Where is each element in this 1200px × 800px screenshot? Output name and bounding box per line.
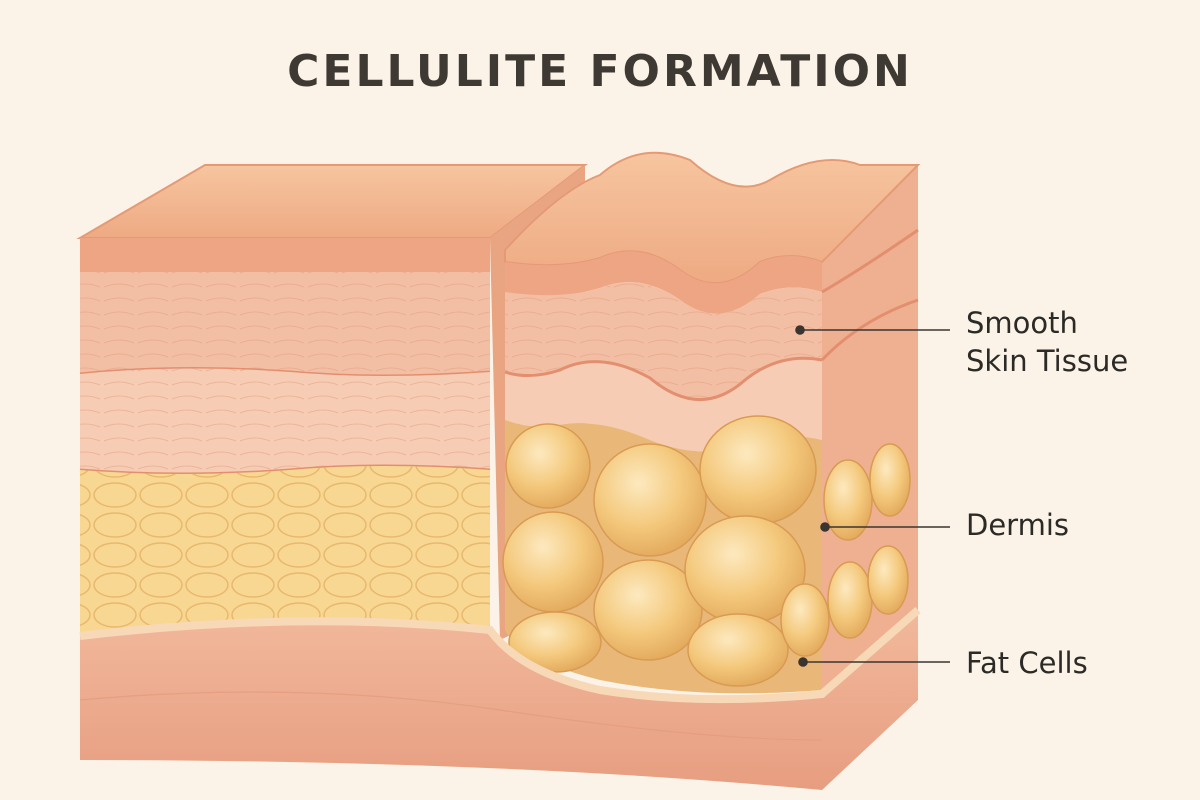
- fat-cells-group: [502, 415, 911, 687]
- leader-lines: [795, 325, 950, 667]
- cellulite-epidermis-layer: [505, 251, 822, 314]
- fat-cell: [780, 583, 830, 657]
- label-dermis: Dermis: [966, 508, 1070, 542]
- fat-cell: [823, 459, 873, 541]
- epidermis-layer: [80, 238, 490, 272]
- fat-cell: [869, 443, 911, 517]
- fat-cell: [867, 545, 909, 615]
- fat-cell: [505, 423, 591, 509]
- fat-cell: [593, 443, 707, 557]
- smooth-skin-block: [76, 164, 588, 640]
- fat-cell: [687, 613, 789, 687]
- label-smooth-line1: Smooth: [966, 306, 1078, 340]
- fat-cell: [699, 415, 817, 525]
- fat-cell: [508, 611, 602, 673]
- leader-dot-dermis: [820, 522, 830, 532]
- leader-dot-smooth: [795, 325, 805, 335]
- fat-cell: [502, 511, 604, 613]
- base-tissue-layer: [79, 606, 921, 790]
- fat-cell: [593, 559, 703, 661]
- leader-dot-fat: [798, 657, 808, 667]
- label-smooth-line2: Skin Tissue: [966, 344, 1129, 378]
- fat-cell: [827, 561, 873, 639]
- diagram-title: CELLULITE FORMATION: [287, 46, 913, 97]
- label-smooth-skin-tissue: Smooth Skin Tissue: [966, 304, 1128, 380]
- label-fat-cells: Fat Cells: [966, 646, 1088, 680]
